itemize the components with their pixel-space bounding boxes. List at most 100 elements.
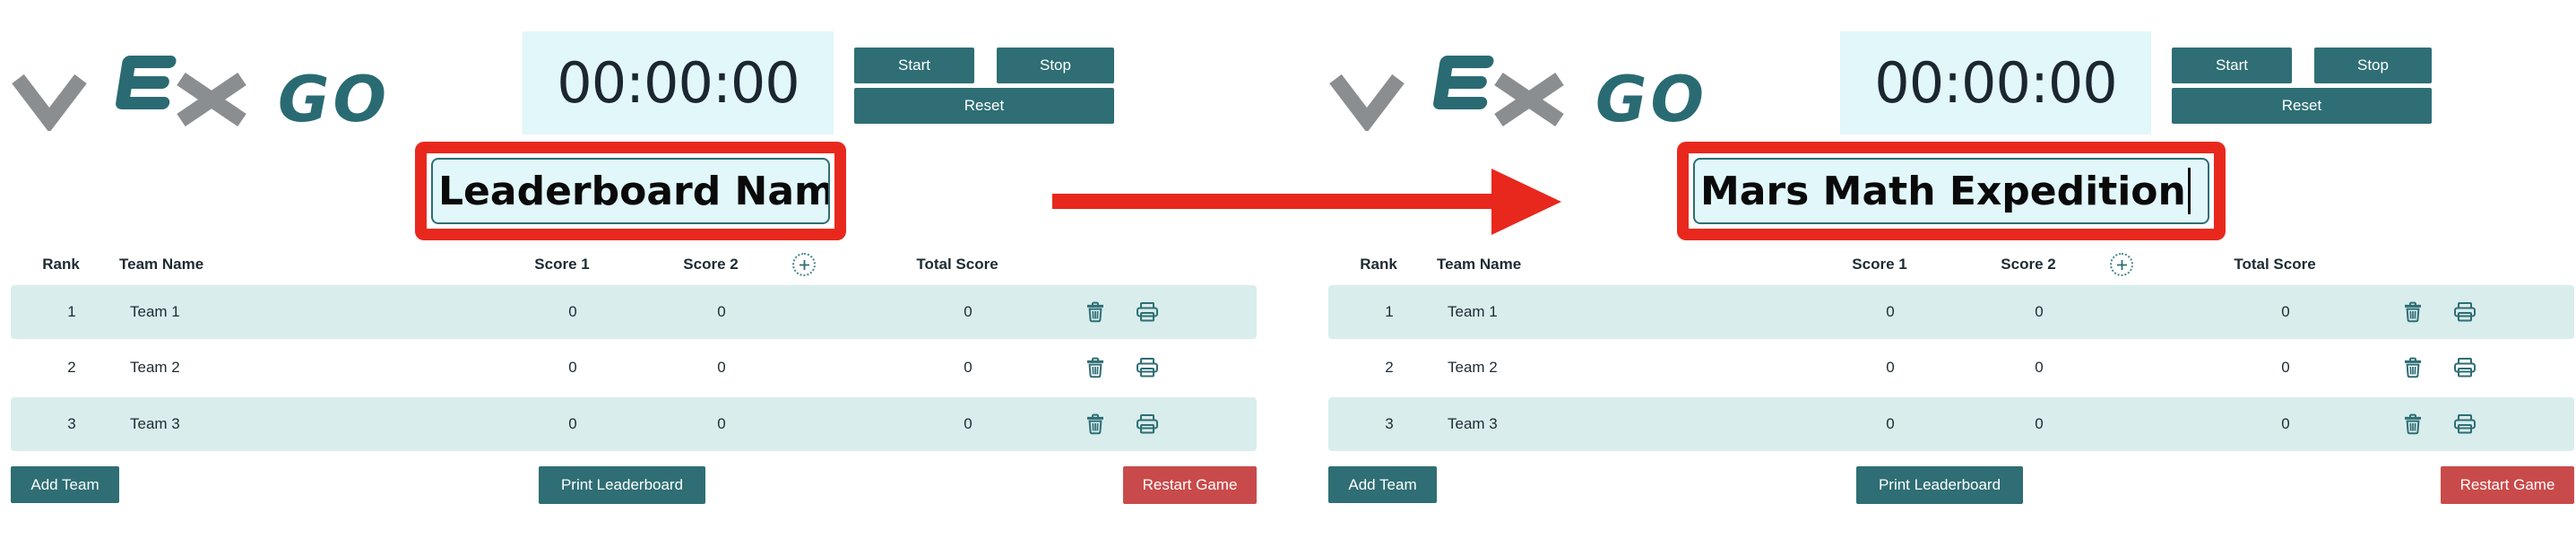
printer-icon [1137,302,1158,322]
timer-display: 00:00:00 [1840,31,2151,135]
print-team-button[interactable] [1134,354,1161,381]
print-team-button[interactable] [2451,354,2478,381]
timer-value: 00:00:00 [1874,50,2117,116]
panel-before: GO 00:00:00 Start Stop Reset Leaderboard… [0,0,1258,547]
stop-button[interactable]: Stop [997,48,1114,83]
leaderboard-name-input[interactable]: Leaderboard Nam [431,158,830,224]
cell-total-score: 0 [2281,415,2290,432]
cell-rank: 1 [67,303,76,320]
header-score-1: Score 1 [534,256,590,273]
cell-team-name[interactable]: Team 1 [1448,303,1498,320]
add-team-button[interactable]: Add Team [11,466,119,503]
logo-letter-x [177,72,246,127]
trash-icon [1087,357,1103,378]
cell-rank: 3 [67,415,76,432]
trash-icon [2405,413,2421,435]
leaderboard-name-highlight-box: Leaderboard Nam [415,142,846,240]
logo-letter-v [12,74,87,131]
cell-score-2[interactable]: 0 [2035,303,2044,320]
delete-team-button[interactable] [1082,354,1109,381]
cell-team-name[interactable]: Team 1 [130,303,180,320]
cell-team-name[interactable]: Team 3 [130,415,180,432]
print-leaderboard-button[interactable]: Print Leaderboard [539,466,705,504]
cell-score-2[interactable]: 0 [717,415,726,432]
delete-team-button[interactable] [1082,299,1109,326]
logo-letter-e [116,56,177,109]
table-row: 1 Team 1 0 0 0 [11,285,1257,339]
table-header: Rank Team Name Score 1 Score 2 Total Sco… [0,249,1258,280]
cell-total-score: 0 [964,415,972,432]
cell-rank: 2 [1385,359,1394,376]
print-team-button[interactable] [1134,299,1161,326]
plus-icon [2116,259,2127,270]
header-score-2: Score 2 [683,256,739,273]
header-score-2: Score 2 [2001,256,2056,273]
reset-button[interactable]: Reset [854,88,1114,124]
print-team-button[interactable] [2451,411,2478,438]
cell-total-score: 0 [964,303,972,320]
leaderboard-name-highlight-box: Mars Math Expedition [1677,142,2226,240]
panel-after: GO 00:00:00 Start Stop Reset Mars Math E… [1318,0,2576,547]
cell-score-1[interactable]: 0 [568,303,577,320]
cell-rank: 3 [1385,415,1394,432]
stop-button[interactable]: Stop [2314,48,2432,83]
cell-score-2[interactable]: 0 [717,303,726,320]
trash-icon [2405,301,2421,323]
restart-game-button[interactable]: Restart Game [1123,466,1257,504]
leaderboard-name-input[interactable]: Mars Math Expedition [1693,158,2209,224]
table-header: Rank Team Name Score 1 Score 2 Total Sco… [1318,249,2576,280]
header-team-name: Team Name [119,256,204,273]
cell-total-score: 0 [2281,359,2290,376]
vex-go-logo: GO [12,56,390,131]
cell-team-name[interactable]: Team 3 [1448,415,1498,432]
trash-icon [1087,413,1103,435]
cell-total-score: 0 [2281,303,2290,320]
print-leaderboard-button[interactable]: Print Leaderboard [1856,466,2023,504]
cell-rank: 1 [1385,303,1394,320]
cell-score-2[interactable]: 0 [2035,359,2044,376]
logo-letter-v [1329,74,1405,131]
cell-score-1[interactable]: 0 [568,415,577,432]
add-team-button[interactable]: Add Team [1328,466,1437,503]
cell-score-1[interactable]: 0 [568,359,577,376]
text-caret [2187,168,2191,214]
printer-icon [2454,302,2476,322]
delete-team-button[interactable] [2399,354,2426,381]
logo-go-text: GO [278,63,390,131]
delete-team-button[interactable] [2399,299,2426,326]
cell-team-name[interactable]: Team 2 [130,359,180,376]
printer-icon [1137,414,1158,434]
reset-button[interactable]: Reset [2172,88,2432,124]
logo-letter-x [1494,72,1564,127]
print-team-button[interactable] [2451,299,2478,326]
table-row: 3 Team 3 0 0 0 [1328,397,2574,451]
printer-icon [2454,358,2476,378]
cell-team-name[interactable]: Team 2 [1448,359,1498,376]
cell-score-2[interactable]: 0 [717,359,726,376]
leaderboard-name-value: Leaderboard Nam [438,168,830,214]
annotation-arrow-shaft [1052,194,1493,209]
delete-team-button[interactable] [2399,411,2426,438]
printer-icon [1137,358,1158,378]
leaderboard-name-value: Mars Math Expedition [1700,168,2186,214]
add-score-column-button[interactable] [792,253,816,276]
print-team-button[interactable] [1134,411,1161,438]
plus-icon [799,259,809,270]
start-button[interactable]: Start [2172,48,2292,83]
start-button[interactable]: Start [854,48,974,83]
cell-score-1[interactable]: 0 [1886,303,1895,320]
timer-display: 00:00:00 [523,31,834,135]
table-row: 2 Team 2 0 0 0 [1328,341,2574,395]
cell-score-1[interactable]: 0 [1886,359,1895,376]
header-team-name: Team Name [1437,256,1522,273]
add-score-column-button[interactable] [2110,253,2133,276]
header-rank: Rank [1360,256,1397,273]
table-row: 1 Team 1 0 0 0 [1328,285,2574,339]
timer-value: 00:00:00 [557,50,800,116]
cell-score-1[interactable]: 0 [1886,415,1895,432]
vex-go-logo: GO [1329,56,1704,131]
restart-game-button[interactable]: Restart Game [2441,466,2574,504]
cell-score-2[interactable]: 0 [2035,415,2044,432]
delete-team-button[interactable] [1082,411,1109,438]
trash-icon [2405,357,2421,378]
